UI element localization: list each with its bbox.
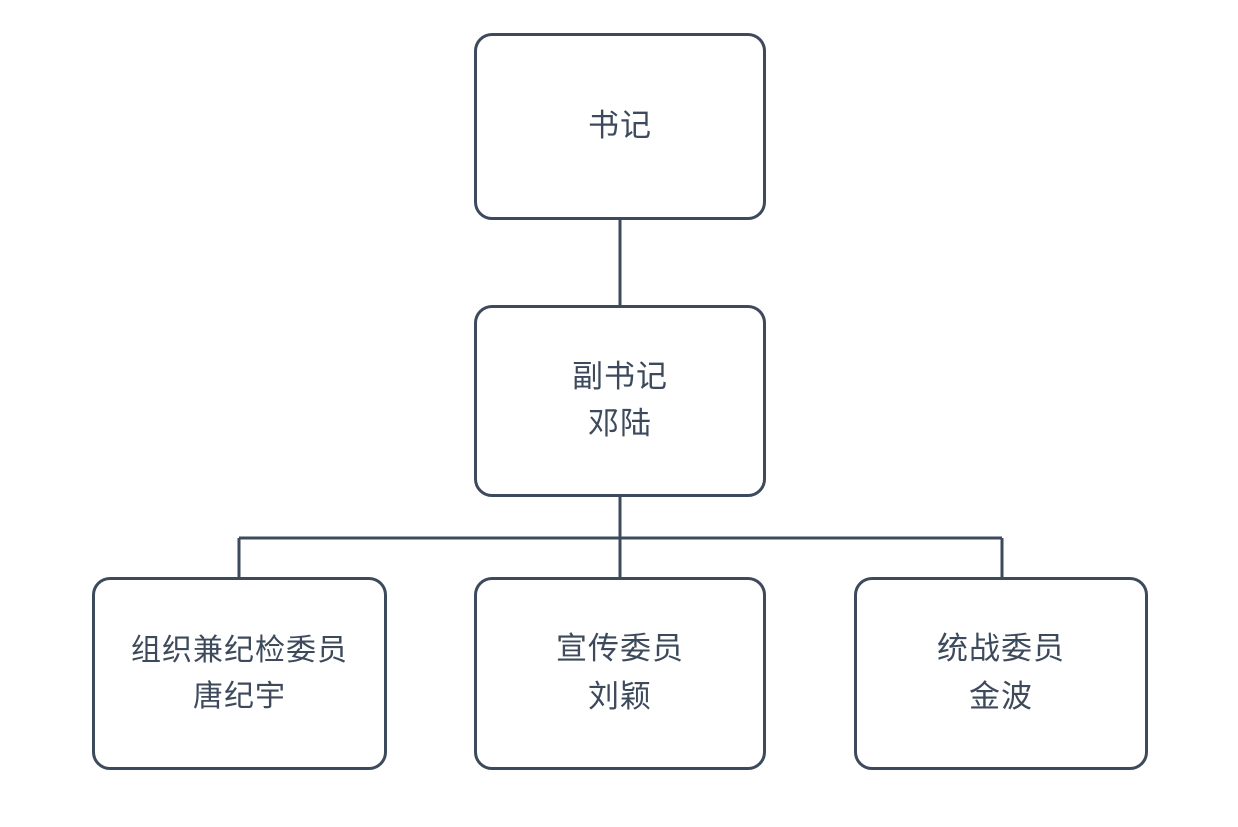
org-node-united-front[interactable]: 统战委员 金波 bbox=[854, 577, 1148, 770]
node-person-name: 刘颖 bbox=[588, 678, 652, 715]
org-node-org-discipline[interactable]: 组织兼纪检委员 唐纪宇 bbox=[92, 577, 387, 770]
node-person-name: 邓陆 bbox=[588, 406, 652, 442]
org-node-deputy-secretary[interactable]: 副书记 邓陆 bbox=[474, 305, 766, 497]
node-title: 统战委员 bbox=[937, 631, 1065, 668]
node-person-name: 金波 bbox=[969, 678, 1033, 715]
node-title: 书记 bbox=[588, 107, 652, 144]
node-title: 宣传委员 bbox=[556, 631, 684, 668]
org-node-secretary[interactable]: 书记 bbox=[474, 33, 766, 220]
org-node-propaganda[interactable]: 宣传委员 刘颖 bbox=[474, 577, 766, 770]
node-title: 组织兼纪检委员 bbox=[131, 632, 348, 668]
node-title: 副书记 bbox=[572, 358, 668, 395]
node-person-name: 唐纪宇 bbox=[193, 678, 286, 714]
